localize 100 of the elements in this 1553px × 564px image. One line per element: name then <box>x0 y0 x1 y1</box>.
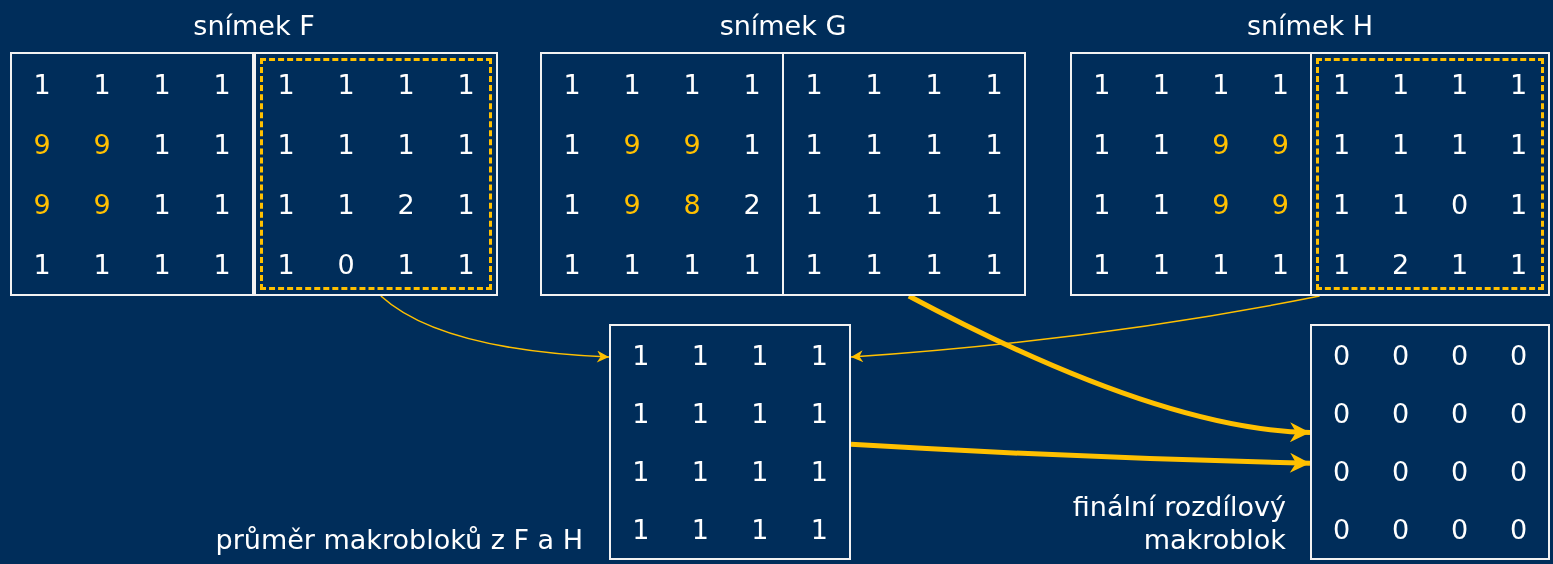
grid-number: 0 <box>1509 515 1528 543</box>
grid-number: 1 <box>337 190 355 218</box>
grid-number: 1 <box>1332 190 1351 218</box>
grid-number: 1 <box>1332 70 1351 98</box>
block-caption: průměr makrobloků z F a H <box>214 523 583 556</box>
grid-number: 0 <box>1509 341 1528 369</box>
grid-number: 1 <box>632 515 650 543</box>
frame-title: snímek G <box>719 10 847 41</box>
grid-number: 1 <box>563 250 581 278</box>
grid-number: 1 <box>337 70 355 98</box>
grid-number: 1 <box>751 515 769 543</box>
arrow <box>850 441 1311 473</box>
grid-number: 1 <box>563 190 581 218</box>
arrow <box>850 295 1321 363</box>
grid-number: 1 <box>925 70 943 98</box>
macroblock-grid <box>10 52 254 296</box>
grid-number: 2 <box>397 190 415 218</box>
grid-number: 1 <box>1093 250 1111 278</box>
grid-number: 1 <box>805 250 823 278</box>
grid-number: 1 <box>213 130 231 158</box>
grid-number: 1 <box>1450 250 1469 278</box>
grid-number: 1 <box>277 190 295 218</box>
grid-number: 0 <box>1391 457 1410 485</box>
grid-number: 1 <box>213 250 231 278</box>
grid-number: 1 <box>33 250 51 278</box>
grid-number: 0 <box>1450 515 1469 543</box>
grid-number: 1 <box>1509 190 1528 218</box>
grid-number: 1 <box>93 70 111 98</box>
grid-number: 1 <box>810 515 828 543</box>
grid-number: 1 <box>153 130 171 158</box>
grid-number: 1 <box>1152 70 1170 98</box>
grid-number: 9 <box>623 130 641 158</box>
grid-number: 1 <box>1509 250 1528 278</box>
grid-number: 0 <box>337 250 355 278</box>
grid-number: 0 <box>1450 399 1469 427</box>
grid-number: 1 <box>865 190 883 218</box>
grid-number: 2 <box>1391 250 1410 278</box>
grid-number: 1 <box>810 399 828 427</box>
grid-number: 1 <box>397 250 415 278</box>
grid-number: 1 <box>632 341 650 369</box>
grid-number: 1 <box>1271 70 1289 98</box>
grid-number: 1 <box>925 250 943 278</box>
grid-number: 0 <box>1391 515 1410 543</box>
grid-number: 0 <box>1332 457 1351 485</box>
grid-number: 1 <box>1093 130 1111 158</box>
grid-number: 1 <box>1509 130 1528 158</box>
grid-number: 0 <box>1332 399 1351 427</box>
grid-number: 9 <box>683 130 701 158</box>
grid-number: 1 <box>865 70 883 98</box>
grid-number: 9 <box>33 190 51 218</box>
grid-number: 9 <box>1271 130 1289 158</box>
grid-number: 1 <box>153 190 171 218</box>
grid-number: 0 <box>1450 341 1469 369</box>
grid-number: 1 <box>93 250 111 278</box>
grid-number: 1 <box>1332 130 1351 158</box>
grid-number: 1 <box>691 457 709 485</box>
grid-number: 1 <box>985 130 1003 158</box>
grid-number: 9 <box>1271 190 1289 218</box>
grid-number: 1 <box>1212 70 1230 98</box>
grid-number: 0 <box>1509 457 1528 485</box>
grid-number: 1 <box>563 130 581 158</box>
grid-number: 1 <box>1152 130 1170 158</box>
grid-number: 1 <box>1271 250 1289 278</box>
grid-number: 1 <box>632 399 650 427</box>
grid-number: 1 <box>153 70 171 98</box>
grid-number: 1 <box>337 130 355 158</box>
grid-number: 1 <box>751 341 769 369</box>
grid-number: 1 <box>457 130 475 158</box>
grid-number: 1 <box>925 130 943 158</box>
block-caption: finální rozdílový makroblok <box>1071 491 1286 556</box>
grid-number: 1 <box>623 250 641 278</box>
grid-number: 8 <box>683 190 701 218</box>
grid-number: 1 <box>810 457 828 485</box>
grid-number: 1 <box>1152 190 1170 218</box>
grid-number: 1 <box>751 399 769 427</box>
grid-number: 1 <box>810 341 828 369</box>
grid-number: 1 <box>153 250 171 278</box>
arrow <box>907 293 1311 442</box>
grid-number: 1 <box>805 70 823 98</box>
macroblock-grid <box>540 52 784 296</box>
grid-number: 1 <box>925 190 943 218</box>
grid-number: 1 <box>1509 70 1528 98</box>
grid-number: 1 <box>397 70 415 98</box>
grid-number: 1 <box>691 341 709 369</box>
grid-number: 1 <box>1391 190 1410 218</box>
frame-title: snímek H <box>1246 10 1374 41</box>
grid-number: 0 <box>1391 399 1410 427</box>
grid-number: 1 <box>805 190 823 218</box>
grid-number: 1 <box>457 250 475 278</box>
grid-number: 9 <box>33 130 51 158</box>
grid-number: 9 <box>623 190 641 218</box>
grid-number: 1 <box>865 250 883 278</box>
grid-number: 1 <box>865 130 883 158</box>
grid-number: 1 <box>1391 130 1410 158</box>
grid-number: 9 <box>93 190 111 218</box>
grid-number: 1 <box>1450 130 1469 158</box>
arrow <box>380 295 610 363</box>
grid-number: 9 <box>1212 130 1230 158</box>
grid-number: 1 <box>751 457 769 485</box>
grid-number: 9 <box>1212 190 1230 218</box>
